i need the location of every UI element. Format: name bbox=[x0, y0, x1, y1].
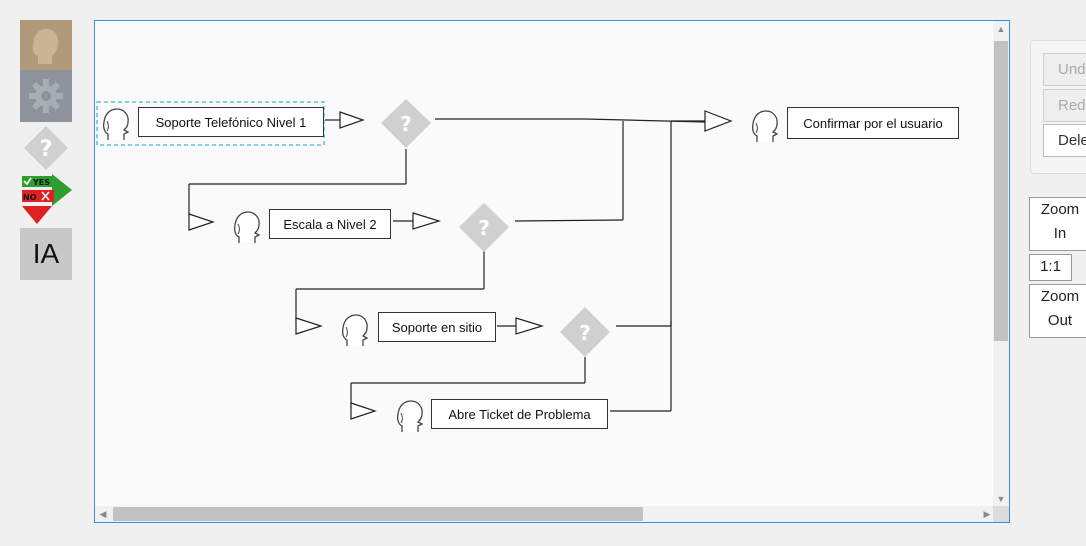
selection-outline bbox=[96, 101, 325, 146]
node-label-text: Soporte Telefónico Nivel 1 bbox=[155, 114, 307, 130]
ia-label: IA bbox=[32, 238, 60, 269]
diagram-canvas[interactable]: ? ? ? Soporte Telefónico Nivel 1 Escala … bbox=[94, 20, 1010, 523]
scroll-right-icon[interactable]: ▶ bbox=[983, 509, 991, 519]
arrow-heads bbox=[188, 110, 733, 420]
zoom-out-label: Out bbox=[1047, 312, 1073, 329]
zoom-in-label: Zoom bbox=[1040, 201, 1080, 218]
connectors bbox=[188, 118, 706, 412]
vertical-scrollbar[interactable]: ▲ ▼ bbox=[993, 21, 1009, 507]
delete-button[interactable]: Delete bbox=[1043, 124, 1086, 157]
no-label: NO bbox=[23, 193, 37, 202]
arrow-head bbox=[339, 111, 365, 129]
horizontal-scroll-thumb[interactable] bbox=[113, 507, 643, 521]
scroll-up-icon[interactable]: ▲ bbox=[996, 24, 1006, 34]
node-label-text: Escala a Nivel 2 bbox=[283, 216, 377, 232]
palette-person-tile[interactable] bbox=[20, 20, 72, 72]
diagram-svg: ? ? ? bbox=[96, 99, 778, 433]
person-icon bbox=[396, 400, 423, 433]
node-abre-ticket[interactable]: Abre Ticket de Problema bbox=[431, 399, 608, 429]
question-diamond-icon: ? bbox=[24, 126, 68, 170]
node-soporte-nivel-1[interactable]: Soporte Telefónico Nivel 1 bbox=[138, 107, 324, 137]
svg-text:?: ? bbox=[40, 137, 53, 162]
scroll-down-icon[interactable]: ▼ bbox=[996, 494, 1006, 504]
yes-no-decision-icon: YES NO bbox=[22, 174, 72, 224]
arrow-head bbox=[188, 213, 215, 231]
scrollbar-corner bbox=[993, 506, 1009, 522]
horizontal-scrollbar[interactable]: ◀ ▶ bbox=[95, 506, 995, 522]
arrow-head bbox=[295, 317, 323, 335]
node-label-text: Soporte en sitio bbox=[391, 319, 483, 335]
redo-button[interactable]: Redo bbox=[1043, 89, 1086, 122]
node-escala-nivel-2[interactable]: Escala a Nivel 2 bbox=[269, 209, 391, 239]
person-icon bbox=[102, 108, 129, 141]
arrow-head bbox=[350, 402, 377, 420]
zoom-out-label: Zoom bbox=[1040, 288, 1080, 305]
palette-decision-tile[interactable]: ? bbox=[20, 122, 72, 174]
zoom-reset-button[interactable]: 1:1 bbox=[1029, 254, 1072, 281]
decision-diamond[interactable]: ? bbox=[560, 307, 610, 357]
person-icon bbox=[233, 211, 260, 244]
arrow-head bbox=[704, 110, 733, 132]
person-icon bbox=[341, 314, 368, 347]
edit-panel: Undo Redo Delete bbox=[1030, 40, 1086, 174]
arrow-head bbox=[515, 317, 545, 335]
decision-diamond[interactable]: ? bbox=[459, 203, 509, 252]
undo-button[interactable]: Undo bbox=[1043, 53, 1086, 86]
node-soporte-en-sitio[interactable]: Soporte en sitio bbox=[378, 312, 496, 342]
decision-symbol: ? bbox=[579, 321, 591, 345]
node-label-text: Abre Ticket de Problema bbox=[448, 406, 591, 422]
zoom-in-button[interactable]: Zoom In bbox=[1029, 197, 1086, 251]
yes-label: YES bbox=[32, 178, 50, 187]
vertical-scroll-thumb[interactable] bbox=[994, 41, 1008, 341]
decision-symbol: ? bbox=[400, 112, 412, 136]
decision-symbol: ? bbox=[478, 216, 490, 240]
person-icon bbox=[751, 110, 778, 143]
palette-yes-no-tile[interactable]: YES NO bbox=[20, 174, 72, 226]
palette-ia-tile[interactable]: IA bbox=[20, 228, 72, 280]
node-label-text: Confirmar por el usuario bbox=[803, 115, 943, 131]
zoom-in-label: In bbox=[1053, 225, 1067, 242]
decision-diamond[interactable]: ? bbox=[381, 99, 431, 148]
palette-gear-tile[interactable] bbox=[20, 70, 72, 122]
node-confirmar-usuario[interactable]: Confirmar por el usuario bbox=[787, 107, 959, 139]
arrow-head bbox=[412, 212, 442, 230]
person-icon bbox=[32, 28, 59, 64]
scroll-left-icon[interactable]: ◀ bbox=[99, 509, 107, 519]
gear-icon bbox=[29, 79, 63, 113]
zoom-out-button[interactable]: Zoom Out bbox=[1029, 284, 1086, 338]
